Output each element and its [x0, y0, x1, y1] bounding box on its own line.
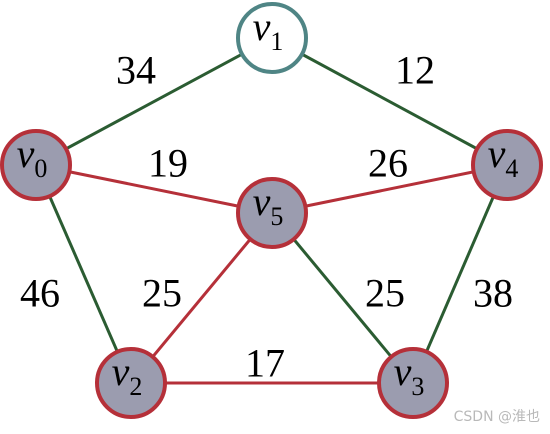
- node-label-subscript-v2: 2: [129, 372, 142, 401]
- node-label-subscript-v4: 4: [505, 154, 518, 183]
- edge-weight-v0-v1: 34: [116, 48, 156, 93]
- node-label-letter-v5: v: [253, 179, 271, 224]
- edge-v5-v4: [271, 163, 508, 215]
- edge-v5-v3: [270, 212, 415, 384]
- node-label-letter-v2: v: [112, 349, 130, 394]
- edge-weight-v2-v5: 25: [142, 271, 182, 316]
- node-label-subscript-v3: 3: [411, 372, 424, 401]
- node-label-v4: v4: [488, 131, 519, 183]
- node-v2: v2: [95, 347, 167, 419]
- edge-weight-v0-v5: 19: [148, 141, 188, 186]
- edge-v0-v5: [35, 163, 273, 215]
- watermark-text: CSDN @淮也: [453, 409, 540, 425]
- node-circle-v0: [0, 129, 72, 201]
- edge-weight-v1-v4: 12: [395, 48, 435, 93]
- node-circle-v1: [236, 2, 308, 74]
- edges-layer: [34, 36, 509, 385]
- node-label-v3: v3: [394, 349, 425, 401]
- edge-weights-layer: 34 12 19 26 46 25 25 38 17: [20, 48, 513, 386]
- edge-v0-v2: [34, 164, 133, 384]
- edge-v2-v5: [129, 212, 274, 384]
- node-label-subscript-v1: 1: [270, 27, 283, 56]
- edge-v1-v4: [271, 36, 508, 167]
- edge-weight-v4-v3: 38: [473, 271, 513, 316]
- node-circle-v5: [236, 177, 308, 249]
- node-v0: v0: [0, 129, 72, 201]
- node-label-letter-v1: v: [253, 4, 271, 49]
- edge-weight-v2-v3: 17: [245, 341, 285, 386]
- node-label-letter-v0: v: [17, 131, 35, 176]
- edge-v4-v3: [411, 164, 509, 384]
- node-label-v1: v1: [253, 4, 284, 56]
- node-label-letter-v3: v: [394, 349, 412, 394]
- edge-v0-v1: [35, 36, 273, 167]
- node-label-subscript-v0: 0: [34, 154, 47, 183]
- node-v3: v3: [377, 347, 449, 419]
- node-v1: v1: [236, 2, 308, 74]
- node-v5: v5: [236, 177, 308, 249]
- node-v4: v4: [471, 129, 543, 201]
- edge-weight-v0-v2: 46: [20, 271, 60, 316]
- node-label-v5: v5: [253, 179, 284, 231]
- node-label-v0: v0: [17, 131, 48, 183]
- edge-weight-v5-v3: 25: [365, 271, 405, 316]
- node-circle-v4: [471, 129, 543, 201]
- node-circle-v2: [95, 347, 167, 419]
- node-label-letter-v4: v: [488, 131, 506, 176]
- node-label-v2: v2: [112, 349, 143, 401]
- node-label-subscript-v5: 5: [270, 202, 283, 231]
- edge-weight-v5-v4: 26: [368, 141, 408, 186]
- node-circle-v3: [377, 347, 449, 419]
